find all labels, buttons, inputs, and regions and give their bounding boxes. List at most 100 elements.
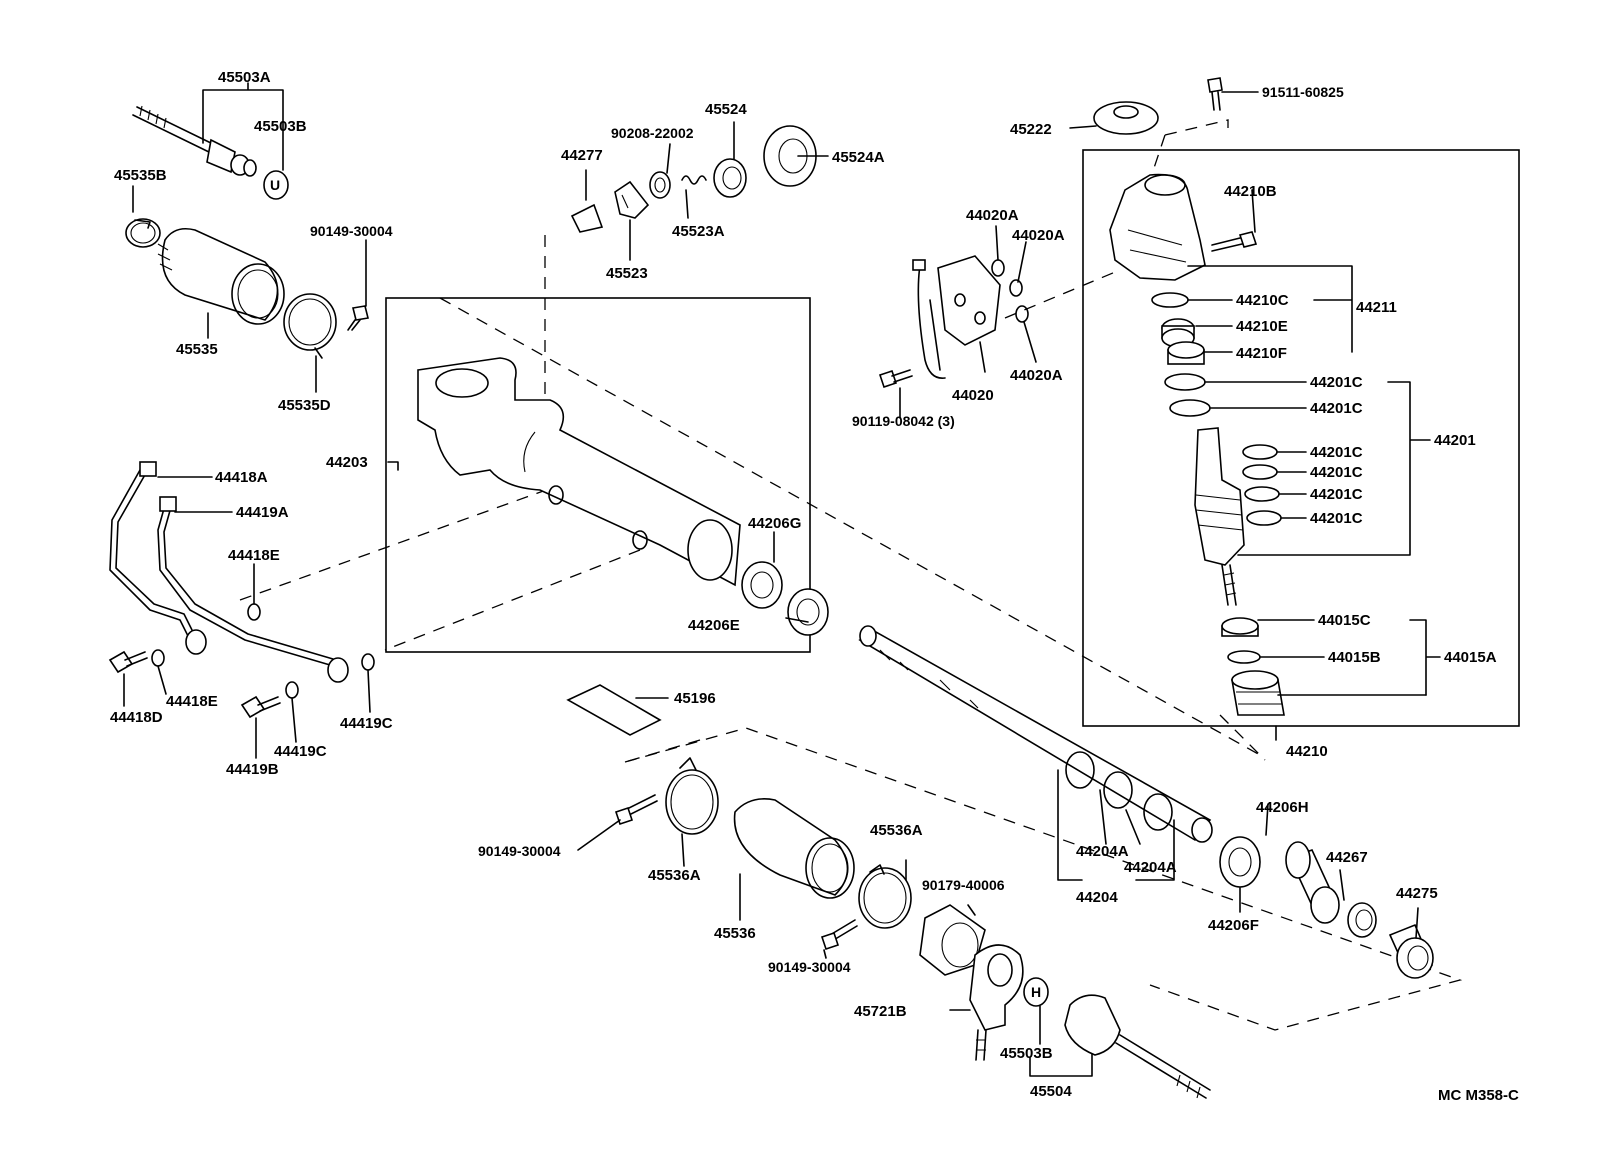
- clamp-45536A-right: [858, 864, 912, 929]
- label-44201C-4: 44201C: [1310, 464, 1363, 481]
- o-rings-44020A: [991, 259, 1029, 323]
- label-44201C-1: 44201C: [1310, 374, 1363, 391]
- label-44020: 44020: [952, 387, 994, 404]
- label-44201C-2: 44201C: [1310, 400, 1363, 417]
- pressure-tube-44418A: [109, 461, 207, 655]
- label-44206F: 44206F: [1208, 917, 1259, 934]
- label-44015C: 44015C: [1318, 612, 1371, 629]
- bolt-top: [347, 305, 369, 331]
- label-45721B: 45721B: [854, 1003, 907, 1020]
- bolts-44210B: [1211, 231, 1258, 252]
- gasket-44419C-mid: [285, 681, 299, 699]
- bolt-90149-bottom: [820, 919, 858, 951]
- o-ring-44210C: [1151, 292, 1189, 308]
- ring-44267: [1347, 902, 1377, 938]
- valve-housing-44020: [912, 255, 1001, 379]
- label-44204: 44204: [1076, 889, 1118, 906]
- label-44277: 44277: [561, 147, 603, 164]
- svg-text:H: H: [1031, 984, 1041, 1000]
- label-44419B: 44419B: [226, 761, 279, 778]
- label-90149-top: 90149-30004: [310, 223, 393, 239]
- label-44206H: 44206H: [1256, 799, 1309, 816]
- label-45536A-1: 45536A: [648, 867, 701, 884]
- gasket-44419C-right: [361, 653, 375, 671]
- label-44275: 44275: [1396, 885, 1438, 902]
- lock-washer-top: U: [263, 170, 289, 200]
- bolt-90149-mid: [614, 794, 658, 826]
- o-rings-44201C-upper: [1164, 373, 1211, 417]
- sleeve-44206H: [1285, 841, 1340, 924]
- label-44210B: 44210B: [1224, 183, 1277, 200]
- label-90208: 90208-22002: [611, 125, 694, 141]
- label-44210C: 44210C: [1236, 292, 1289, 309]
- spring-45523A: [681, 175, 707, 185]
- tie-rod-end-top: [132, 105, 257, 177]
- label-44210: 44210: [1286, 743, 1328, 760]
- label-44020A-3: 44020A: [1010, 367, 1063, 384]
- ring-44210F: [1167, 341, 1205, 365]
- label-45196: 45196: [674, 690, 716, 707]
- gasket-44418E-bottom: [151, 649, 165, 667]
- rack-boot-top: [157, 227, 285, 325]
- rack-bar-44204: [858, 625, 1213, 843]
- bushing-44206G: [741, 561, 783, 609]
- label-44418E-1: 44418E: [228, 547, 280, 564]
- label-44201C-5: 44201C: [1310, 486, 1363, 503]
- gasket-44418E-top: [247, 603, 261, 621]
- valve-group-frame: [1082, 149, 1520, 727]
- o-rings-44201C-lower: [1242, 444, 1282, 526]
- label-45535D: 45535D: [278, 397, 331, 414]
- washer-90208: [649, 171, 671, 199]
- dust-cover-45222: [1093, 101, 1159, 135]
- label-44020A-1: 44020A: [966, 207, 1019, 224]
- label-44201: 44201: [1434, 432, 1476, 449]
- label-44419C-1: 44419C: [340, 715, 393, 732]
- label-44210E: 44210E: [1236, 318, 1288, 335]
- label-44201C-6: 44201C: [1310, 510, 1363, 527]
- gear-housing-44203: [417, 357, 741, 587]
- wedge-44277: [570, 203, 604, 233]
- seal-44206E: [787, 588, 829, 636]
- label-44419A: 44419A: [236, 504, 289, 521]
- label-44211: 44211: [1356, 299, 1397, 316]
- boot-clamp-large: [283, 293, 337, 359]
- label-44210F: 44210F: [1236, 345, 1287, 362]
- housing-group-frame: [385, 297, 811, 653]
- label-44015B: 44015B: [1328, 649, 1381, 666]
- label-44020A-2: 44020A: [1012, 227, 1065, 244]
- bracket-45721B: [969, 944, 1024, 1061]
- tie-rod-end-45504: [1064, 994, 1211, 1099]
- svg-text:U: U: [270, 177, 280, 193]
- label-90119: 90119-08042 (3): [852, 413, 955, 429]
- label-44267: 44267: [1326, 849, 1368, 866]
- label-45222: 45222: [1010, 121, 1052, 138]
- ring-44015B: [1227, 650, 1261, 664]
- label-45523: 45523: [606, 265, 648, 282]
- rack-guide-45523: [614, 180, 650, 219]
- label-45523A: 45523A: [672, 223, 725, 240]
- bolt-90119: [878, 369, 913, 389]
- label-45536: 45536: [714, 925, 756, 942]
- label-45503A: 45503A: [218, 69, 271, 86]
- label-44201C-3: 44201C: [1310, 444, 1363, 461]
- label-44418E-2: 44418E: [166, 693, 218, 710]
- valve-shaft-44201: [1194, 427, 1245, 606]
- label-44204A-1: 44204A: [1076, 843, 1129, 860]
- bolt-44419B: [240, 695, 281, 719]
- dashed-guide-lines: [239, 119, 1463, 1031]
- label-44418A: 44418A: [215, 469, 268, 486]
- label-90149-mid: 90149-30004: [478, 843, 561, 859]
- label-45535: 45535: [176, 341, 218, 358]
- label-45503B-bottom: 45503B: [1000, 1045, 1053, 1062]
- rings-44204A: [1065, 751, 1173, 831]
- pressure-tube-44419A: [157, 496, 349, 683]
- label-90149-bottom: 90149-30004: [768, 959, 851, 975]
- clamp-45536A-left: [665, 757, 719, 835]
- label-44206E: 44206E: [688, 617, 740, 634]
- bearing-44015C: [1221, 617, 1259, 637]
- part-labels: 45503A 45503B 45535B 45535 45535D 90149-…: [110, 69, 1519, 1104]
- label-45524: 45524: [705, 101, 747, 118]
- label-44419C-2: 44419C: [274, 743, 327, 760]
- rack-boot-45536: [733, 798, 855, 899]
